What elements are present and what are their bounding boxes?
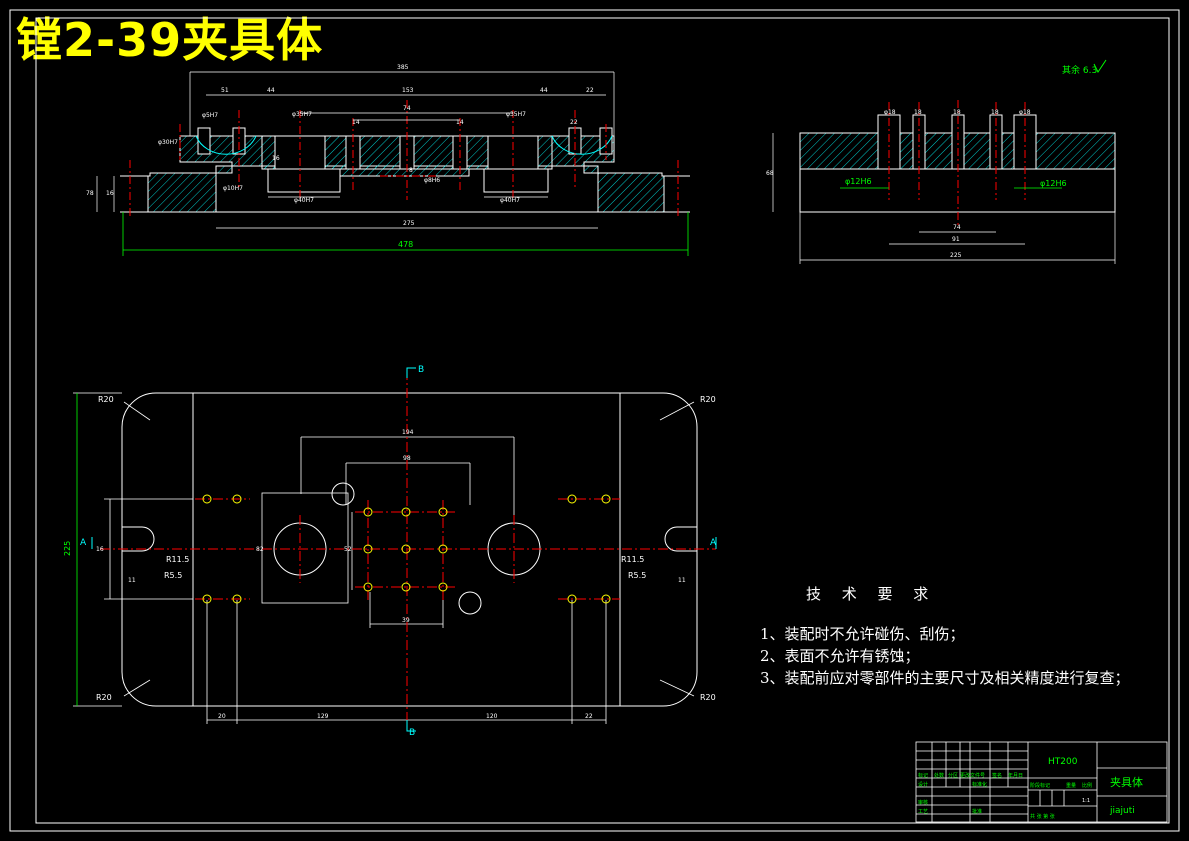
dim-label: φ12H6 xyxy=(1040,179,1067,188)
dim-label: 98 xyxy=(403,455,411,462)
dim-label: 14 xyxy=(456,119,464,126)
tb-label: 批准 xyxy=(972,808,982,815)
dim-label: 18 xyxy=(991,109,999,116)
dim-label: 120 xyxy=(486,713,498,720)
dim-label: 385 xyxy=(397,64,409,71)
dim-label: 275 xyxy=(403,220,415,227)
dim-label: 8 xyxy=(409,167,413,174)
section-body xyxy=(147,135,665,213)
roughness-label: 其余 6.3 xyxy=(1062,64,1097,76)
drawing-code-label: jiajuti xyxy=(1109,806,1135,816)
dim-label: φ40H7 xyxy=(294,197,314,204)
dim-label: 18 xyxy=(953,109,961,116)
dim-label: 68 xyxy=(766,170,774,177)
dim-label: 194 xyxy=(402,429,414,436)
dim-label: 225 xyxy=(950,252,962,259)
dim-label: φ8H6 xyxy=(424,177,440,184)
dim-label: 91 xyxy=(952,236,960,243)
side-view: φ18 18 18 18 φ18 68 74 91 225 φ12H6 φ12H… xyxy=(766,100,1116,264)
dim-label: 225 xyxy=(63,541,72,556)
section-marker-b: B xyxy=(409,728,415,738)
dim-label: R5.5 xyxy=(628,571,646,580)
dim-label: 16 xyxy=(272,155,280,162)
dim-label: R20 xyxy=(98,395,114,404)
dim-label: 16 xyxy=(106,190,114,197)
tb-label: 共 张 第 张 xyxy=(1030,813,1055,820)
dim-label: φ35H7 xyxy=(506,111,526,118)
plan-view: B B A A R20 R20 R20 R20 R11.5 R5.5 R11.5… xyxy=(63,365,717,738)
scale-label: 1:1 xyxy=(1082,798,1090,804)
dim-label: 78 xyxy=(86,190,94,197)
tb-label: 更改文件号 xyxy=(960,772,985,779)
section-marker-a: A xyxy=(80,538,87,548)
section-marker-a: A xyxy=(710,538,717,548)
tb-label: 审核 xyxy=(918,799,928,806)
tb-label: 标准化 xyxy=(972,781,987,788)
dim-label: 129 xyxy=(317,713,329,720)
dim-label: 39 xyxy=(402,617,410,624)
tb-label: 重量 xyxy=(1066,782,1076,789)
dim-label: 18 xyxy=(914,109,922,116)
title-block-labels: 标记 处数 分区 更改文件号 签名 年月日 设计 标准化 阶段标记 重量 比例 … xyxy=(918,772,1092,820)
tb-label: 设计 xyxy=(918,781,928,788)
requirement-item: 1、装配时不允许碰伤、刮伤； xyxy=(760,625,965,643)
dim-label: φ5H7 xyxy=(202,112,218,119)
dim-label: 16 xyxy=(96,546,104,553)
dim-label: 22 xyxy=(585,713,593,720)
outer-border xyxy=(9,9,1180,832)
dim-label: 74 xyxy=(403,105,411,112)
dim-label: R5.5 xyxy=(164,571,182,580)
overall-length-dim: 478 xyxy=(398,240,413,249)
dim-label: φ40H7 xyxy=(500,197,520,204)
dim-label: φ18 xyxy=(1019,109,1031,116)
dim-label: R20 xyxy=(700,395,716,404)
tb-label: 年月日 xyxy=(1008,772,1023,779)
hole-grid xyxy=(202,494,611,604)
dim-label: 82 xyxy=(256,546,264,553)
dim-label: R11.5 xyxy=(621,555,644,564)
dim-label: 11 xyxy=(678,577,686,584)
dim-label: 11 xyxy=(128,577,136,584)
dim-label: 22 xyxy=(570,119,578,126)
tb-label: 标记 xyxy=(918,772,928,779)
dim-label: 74 xyxy=(953,224,961,231)
dim-label: 153 xyxy=(402,87,414,94)
section-view: 385 51 44 φ5H7 φ35H7 14 153 74 φ35H7 14 … xyxy=(86,64,690,256)
part-name-label: 夹具体 xyxy=(1110,775,1143,789)
dim-label: φ10H7 xyxy=(223,185,243,192)
dim-label: 52 xyxy=(344,546,352,553)
dim-label: R11.5 xyxy=(166,555,189,564)
dim-label: R20 xyxy=(700,693,716,702)
tb-label: 工艺 xyxy=(918,809,928,815)
tb-label: 签名 xyxy=(992,772,1002,779)
dim-label: 20 xyxy=(218,713,226,720)
dim-label: R20 xyxy=(96,693,112,702)
dim-label: 22 xyxy=(586,87,594,94)
dim-label: 44 xyxy=(540,87,548,94)
requirement-item: 2、表面不允许有锈蚀； xyxy=(760,647,920,665)
inner-border xyxy=(35,17,1170,824)
dim-label: 44 xyxy=(267,87,275,94)
dim-label: φ12H6 xyxy=(845,177,872,186)
dim-label: 14 xyxy=(352,119,360,126)
requirement-item: 3、装配前应对零部件的主要尺寸及相关精度进行复查； xyxy=(760,669,1130,687)
dim-label: φ30H7 xyxy=(158,139,178,146)
tb-label: 比例 xyxy=(1082,782,1092,789)
tb-label: 处数 xyxy=(934,772,944,779)
drawing-title: 镗2-39夹具体 xyxy=(16,13,324,67)
requirements-heading: 技 术 要 求 xyxy=(806,585,937,603)
title-block xyxy=(915,741,1168,823)
tb-label: 阶段标记 xyxy=(1030,782,1050,789)
dim-label: 51 xyxy=(221,87,229,94)
section-marker-b: B xyxy=(418,365,424,375)
dim-label: φ18 xyxy=(884,109,896,116)
dim-label: φ35H7 xyxy=(292,111,312,118)
roughness-note: 其余 6.3 xyxy=(1062,59,1107,76)
tb-label: 分区 xyxy=(948,772,958,779)
material-label: HT200 xyxy=(1048,757,1078,767)
